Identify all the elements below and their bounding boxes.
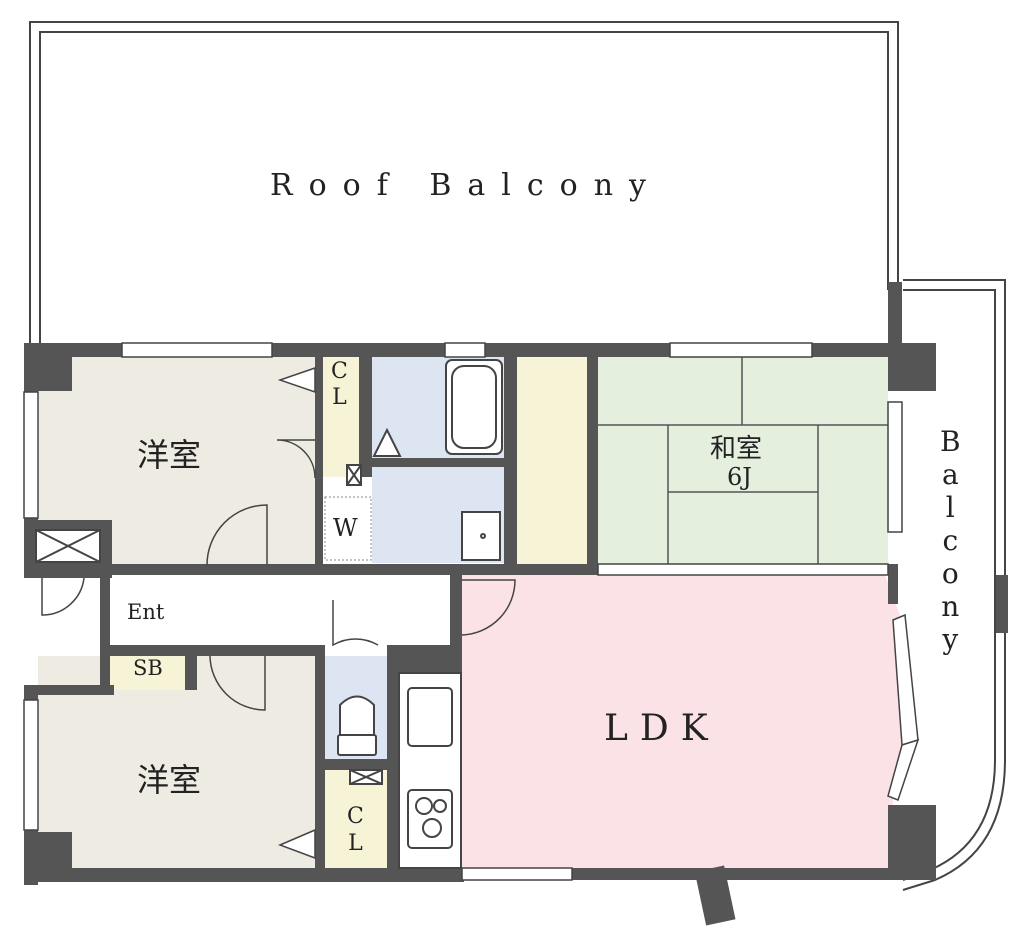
- closet-bottom-label: C L: [347, 803, 364, 857]
- ldk-floor: [462, 575, 915, 868]
- kitchen-counter: [398, 672, 462, 869]
- shoe-box-label: SB: [133, 656, 163, 680]
- western-room-bottom-label: 洋室: [137, 761, 202, 799]
- closet-letter: L: [348, 831, 363, 856]
- tatami-lines: [598, 357, 888, 564]
- closet-letter: L: [332, 385, 347, 410]
- washbasin: [461, 511, 501, 561]
- hallway-floor: [110, 575, 450, 645]
- closet-letter: C: [347, 804, 364, 829]
- closet-letter: C: [331, 359, 348, 384]
- washing-machine-area: [324, 496, 372, 561]
- balcony-letter: a: [941, 458, 959, 491]
- balcony-letter: y: [942, 623, 959, 656]
- balcony-label: B a l c o n y: [940, 425, 961, 656]
- windows: [23, 342, 920, 881]
- japanese-room-label: 和室: [710, 434, 763, 464]
- balcony-letter: c: [942, 524, 959, 557]
- roof-balcony-area: [29, 21, 899, 343]
- balcony-letter: o: [941, 557, 959, 590]
- shoe-box-floor: [110, 650, 185, 690]
- entrance-label: Ent: [127, 600, 165, 624]
- bathtub: [372, 359, 503, 457]
- japanese-room-size: 6J: [727, 463, 752, 491]
- western-room-top-label: 洋室: [137, 436, 202, 474]
- closet-top-floor: [323, 357, 359, 477]
- roof-balcony-label: Roof Balcony: [270, 168, 663, 203]
- ldk-label: LDK: [604, 708, 720, 749]
- balcony-letter: l: [945, 491, 955, 524]
- toilet: [337, 695, 377, 756]
- storage-floor: [517, 357, 587, 564]
- balcony-letter: B: [940, 425, 961, 458]
- closet-bottom-floor: [323, 770, 389, 868]
- washroom-label: W: [333, 514, 358, 542]
- japanese-room-floor: [598, 357, 888, 564]
- closet-top-label: C L: [331, 359, 348, 411]
- door-swings: [41, 366, 516, 860]
- balcony-letter: n: [941, 590, 960, 623]
- side-balcony-area: [902, 279, 1006, 891]
- vent-icons: [35, 464, 383, 785]
